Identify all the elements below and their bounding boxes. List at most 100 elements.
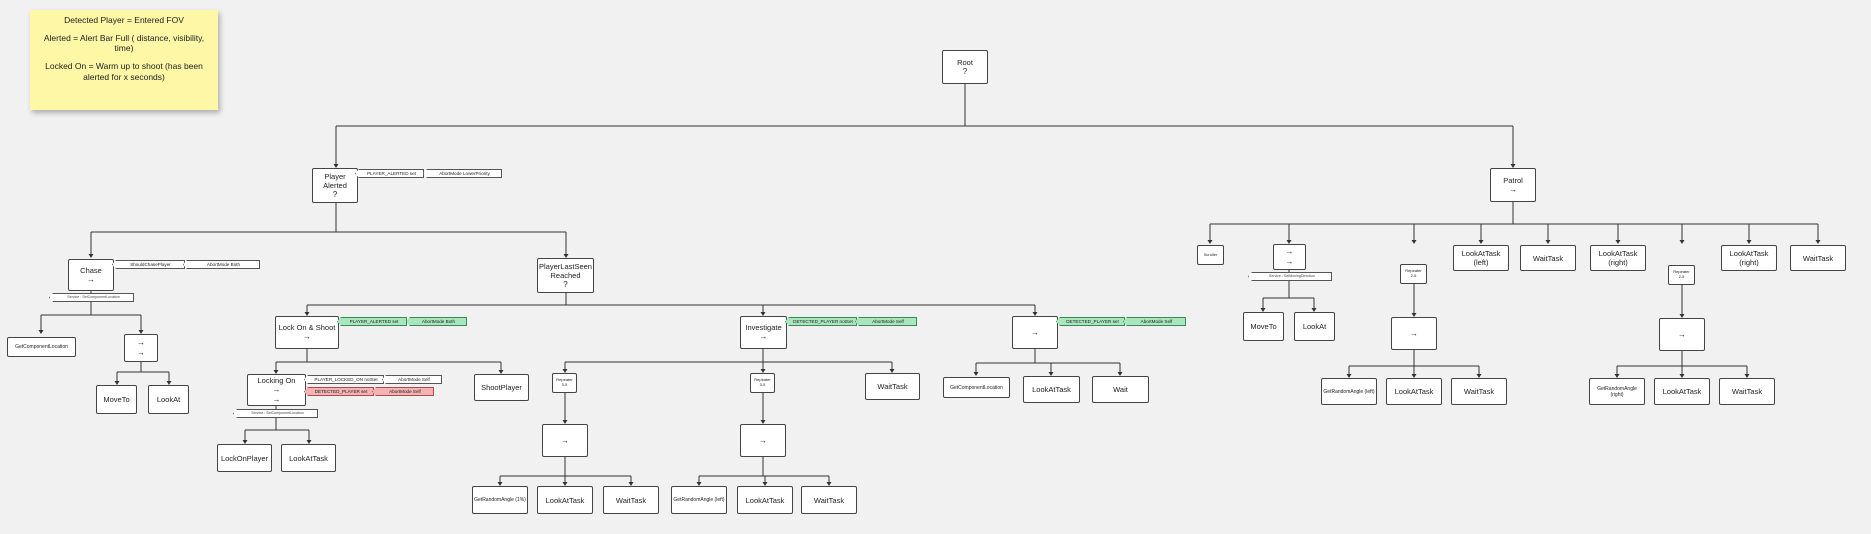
decorator-abort-lower-priority[interactable]: AbortMode LowerPriority <box>423 169 502 178</box>
node-patrol-small[interactable]: Scroller <box>1197 245 1224 265</box>
node-repeater-4[interactable]: Repeater 2-5 <box>1668 265 1695 285</box>
node-wait-task-p1[interactable]: WaitTask <box>1520 245 1576 271</box>
connector-arrowhead <box>826 482 832 486</box>
repeat-count: 3-5 <box>759 382 766 387</box>
connector-arrowhead <box>1117 372 1123 376</box>
node-look-at-task-right-2[interactable]: LookAtTask (right) <box>1721 245 1777 271</box>
node-lock-on-shoot[interactable]: Lock On & Shoot → <box>275 316 339 349</box>
node-look-at-task-right-1[interactable]: LookAtTask (right) <box>1590 245 1646 271</box>
node-shoot-player[interactable]: ShootPlayer <box>474 374 529 401</box>
connector-arrowhead <box>1032 312 1038 316</box>
node-label: MoveTo <box>1250 322 1277 331</box>
node-look-at-task-left[interactable]: LookAtTask (left) <box>1453 245 1509 271</box>
node-wait-task-1[interactable]: WaitTask <box>603 486 659 514</box>
decorator-abort-self-2[interactable]: AbortMode Self <box>1123 317 1186 326</box>
connector-arrowhead <box>88 254 94 258</box>
connector-arrowhead <box>760 369 766 373</box>
sticky-note[interactable]: Detected Player = Entered FOV Alerted = … <box>30 10 218 110</box>
connector-arrowhead <box>973 372 979 376</box>
selector-symbol: ? <box>962 66 968 76</box>
node-get-component-location-2[interactable]: GetComponentLocation <box>943 377 1010 398</box>
connector-arrowhead <box>762 482 768 486</box>
node-label: LookAtTask <box>1394 387 1434 396</box>
decorator-abort-self-4[interactable]: AbortMode Self <box>372 387 434 396</box>
connector-arrowhead <box>1679 240 1685 244</box>
node-get-random-angle-1[interactable]: GetRandomAngle (1%) <box>472 486 528 514</box>
node-look-at-task-1[interactable]: LookAtTask <box>281 444 336 472</box>
node-repeater-2[interactable]: Repeater 3-5 <box>750 373 775 393</box>
decorator-player-alerted-set-2[interactable]: PLAYER_ALERTED set <box>337 317 407 326</box>
node-repeater-1[interactable]: Repeater 3-5 <box>552 373 577 393</box>
node-wait-task-5[interactable]: WaitTask <box>1719 378 1775 405</box>
node-wait-task-2[interactable]: WaitTask <box>801 486 857 514</box>
decorator-abort-both-2[interactable]: AbortMode Both <box>406 317 467 326</box>
sequence-symbol: → <box>1031 327 1039 337</box>
decorator-detected-player-set[interactable]: DETECTED_PLAYER set <box>1056 317 1125 326</box>
sequence-symbol: → <box>272 384 281 394</box>
decorator-player-locked-on-not-set[interactable]: PLAYER_LOCKED_ON notSet <box>304 375 384 384</box>
node-look-at-task-2[interactable]: LookAtTask <box>537 486 593 514</box>
node-get-random-angle-4[interactable]: GetRandomAngle (right) <box>1589 378 1645 405</box>
node-look-at-task-6[interactable]: LookAtTask <box>1654 378 1710 405</box>
node-chase[interactable]: Chase → <box>68 259 114 291</box>
node-label: WaitTask <box>615 495 647 505</box>
node-move-to-1[interactable]: MoveTo <box>96 385 137 414</box>
decorator-abort-self-1[interactable]: AbortMode Self <box>855 317 917 326</box>
node-repeater-3[interactable]: Repeater 2-5 <box>1400 264 1427 284</box>
node-look-at-2[interactable]: LookAt <box>1294 312 1335 341</box>
node-get-component-location-1[interactable]: GetComponentLocation <box>7 337 76 357</box>
repeat-count: 3-5 <box>561 382 568 387</box>
selector-symbol: ? <box>332 189 338 199</box>
node-patrol-sequence[interactable]: → → <box>1273 244 1306 270</box>
node-look-at-task-5[interactable]: LookAtTask <box>1386 378 1442 405</box>
node-get-random-angle-2[interactable]: GetRandomAngle (left) <box>671 486 727 514</box>
service-locking[interactable]: Service : SetComponentLocation <box>233 409 318 418</box>
node-player-alerted[interactable]: Player Alerted ? <box>312 168 358 203</box>
node-look-at-task-3[interactable]: LookAtTask <box>737 486 793 514</box>
node-locking-on[interactable]: Locking On → → <box>247 374 306 406</box>
sequence-symbol: → <box>759 435 767 445</box>
node-look-at-1[interactable]: LookAt <box>148 385 189 414</box>
node-player-last-seen[interactable]: PlayerLastSeen Reached ? <box>537 258 594 293</box>
node-sequence-patrol-2[interactable]: → <box>1659 318 1705 351</box>
decorator-abort-self-3[interactable]: AbortMode Self <box>382 375 442 384</box>
node-label: LookAtTask (left) <box>1461 249 1501 267</box>
service-patrol[interactable]: Service : SetMovingDirection <box>1248 272 1332 281</box>
node-lock-on-player[interactable]: LockOnPlayer <box>217 444 272 472</box>
node-root[interactable]: Root ? <box>942 50 988 84</box>
node-look-at-task-4[interactable]: LookAtTask <box>1023 376 1080 403</box>
node-move-to-2[interactable]: MoveTo <box>1243 312 1284 341</box>
decorator-should-chase-player[interactable]: ShouldChasePlayer <box>112 260 185 269</box>
node-wait-task-p2[interactable]: WaitTask <box>1790 245 1846 271</box>
node-wait-1[interactable]: Wait <box>1092 376 1149 403</box>
node-investigate[interactable]: Investigate → <box>740 316 787 349</box>
node-label: GetRandomAngle (left) <box>1323 388 1375 395</box>
sequence-symbol: → <box>1678 329 1686 339</box>
connector-arrowhead <box>628 482 634 486</box>
node-get-random-angle-3[interactable]: GetRandomAngle (left) <box>1321 378 1377 405</box>
connector-arrowhead <box>1311 308 1317 312</box>
node-label: GetRandomAngle (left) <box>673 497 725 503</box>
decorator-detected-player-set-2[interactable]: DETECTED_PLAYER set <box>304 387 374 396</box>
node-sequence-inv-2[interactable]: → <box>740 424 786 457</box>
node-label: Locking On <box>257 375 296 385</box>
decorator-detected-player-not-set[interactable]: DETECTED_PLAYER notSet <box>785 317 857 326</box>
node-wait-task-4[interactable]: WaitTask <box>1451 378 1507 405</box>
node-label: LookAtTask <box>1032 385 1071 394</box>
node-chase-sequence[interactable]: → → <box>124 334 158 362</box>
node-label: LookAt <box>1302 322 1327 331</box>
connector-arrowhead <box>333 164 339 168</box>
connector-arrowhead <box>1411 313 1417 317</box>
node-patrol[interactable]: Patrol → <box>1490 168 1536 202</box>
connector-arrowhead <box>1346 374 1352 378</box>
node-sequence-patrol-1[interactable]: → <box>1391 317 1437 350</box>
node-label: MoveTo <box>103 395 130 404</box>
decorator-player-alerted-set[interactable]: PLAYER_ALERTED set <box>355 169 424 178</box>
node-label: LockOnPlayer <box>220 453 269 463</box>
decorator-abort-both-1[interactable]: AbortMode Both <box>183 260 260 269</box>
node-sequence-inv-1[interactable]: → <box>542 424 588 457</box>
node-detected-sequence[interactable]: → <box>1012 316 1058 349</box>
service-chase[interactable]: Service : SetComponentLocation <box>49 293 134 302</box>
node-wait-task-3[interactable]: WaitTask <box>865 373 920 400</box>
connector-arrowhead <box>1207 240 1213 244</box>
